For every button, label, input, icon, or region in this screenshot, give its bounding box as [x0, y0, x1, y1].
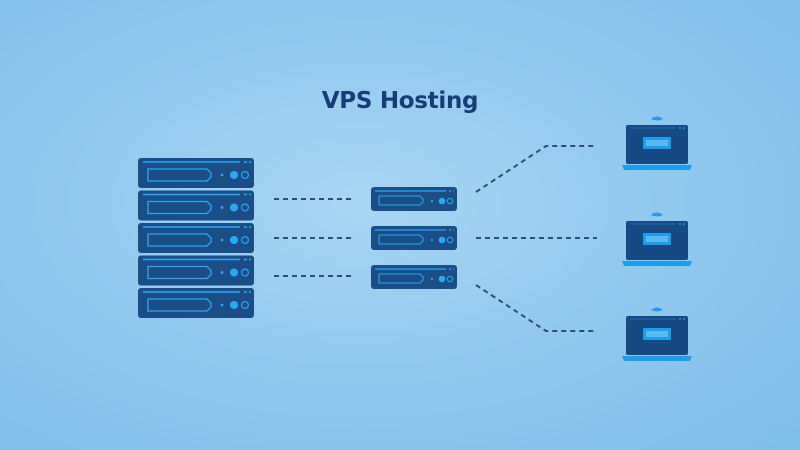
- server-to-vps-links: [274, 198, 352, 277]
- physical-server: [137, 157, 255, 319]
- vps-2-server-icon: [370, 225, 458, 251]
- laptop-wifi-icon: [621, 116, 693, 171]
- server-unit: [137, 157, 255, 189]
- vps-3-server-icon: [370, 264, 458, 290]
- link-client-1: [475, 145, 597, 193]
- laptop-wifi-icon: [621, 212, 693, 267]
- diagram-title: VPS Hosting: [321, 88, 479, 114]
- server-unit: [137, 287, 255, 319]
- vps-1-server-icon: [370, 186, 458, 212]
- virtual-servers: [370, 186, 458, 290]
- link-client-3: [475, 284, 597, 332]
- server-unit: [137, 254, 255, 287]
- clients: [621, 116, 693, 362]
- server-unit: [137, 189, 255, 222]
- laptop-wifi-icon: [621, 307, 693, 362]
- server-unit: [137, 222, 255, 254]
- vps-to-client-links: [475, 145, 597, 332]
